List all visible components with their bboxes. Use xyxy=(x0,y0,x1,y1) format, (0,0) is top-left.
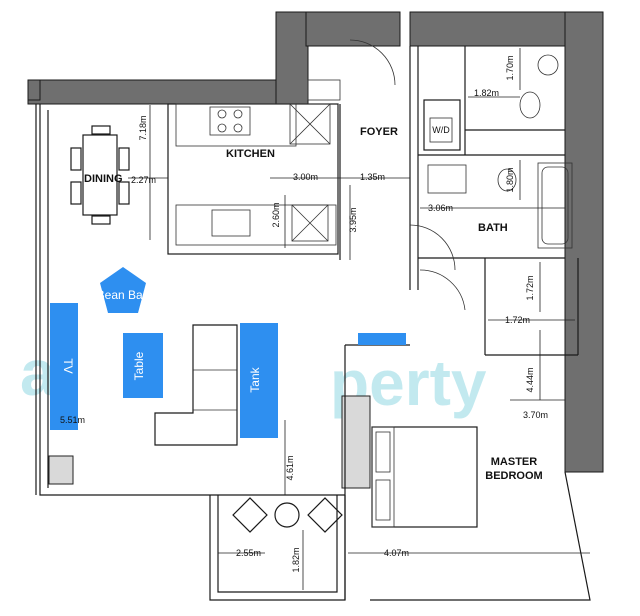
dining-table xyxy=(70,125,130,225)
wall-corner xyxy=(27,79,41,101)
oven-icon xyxy=(291,204,329,242)
furniture-highlights xyxy=(50,267,406,438)
sink-icon xyxy=(211,209,251,237)
bedroom-tv xyxy=(358,333,406,345)
balcony-table xyxy=(274,502,300,528)
dim-balcony-to-living: 4.61m xyxy=(285,455,295,480)
dim-kitchen-height: 3.95m xyxy=(348,207,358,232)
table-label: Table xyxy=(132,351,146,380)
room-label-bath: BATH xyxy=(478,222,508,234)
door-swing xyxy=(409,224,456,271)
dim-bath-width: 3.06m xyxy=(428,203,453,213)
dim-kitchen-width: 3.00m xyxy=(293,172,318,182)
room-label-foyer: FOYER xyxy=(360,126,398,138)
chair xyxy=(91,125,111,135)
column-bedroom xyxy=(341,395,371,489)
dim-kitchen-depth: 2.60m xyxy=(271,202,281,227)
wall-top-notch xyxy=(275,11,309,105)
sofa xyxy=(154,324,238,446)
room-label-kitchen: KITCHEN xyxy=(226,148,275,160)
balcony-chair xyxy=(232,497,268,533)
bedroom-outline xyxy=(344,471,591,601)
dim-bath-top-width: 1.82m xyxy=(474,88,499,98)
wall-top-entry xyxy=(305,11,401,47)
sink-icon xyxy=(427,164,467,194)
tank-label: Tank xyxy=(248,366,262,392)
pillow xyxy=(375,431,391,473)
wd-label: W/D xyxy=(432,125,450,135)
chair xyxy=(70,181,82,205)
bed xyxy=(371,426,478,528)
washer-dryer-icon xyxy=(429,117,453,143)
dim-dining-horizontal: 2.27m xyxy=(131,175,156,185)
bean-bag-label: Bean Bag xyxy=(97,288,150,302)
chair xyxy=(70,147,82,171)
dim-foyer-width: 1.35m xyxy=(360,172,385,182)
dim-balcony-depth: 1.82m xyxy=(291,547,301,572)
chair xyxy=(118,147,130,171)
column-left xyxy=(48,455,74,485)
dim-closet-height: 1.72m xyxy=(525,275,535,300)
exterior-walls xyxy=(27,11,604,473)
dim-living-width: 5.51m xyxy=(60,415,85,425)
dim-closet-width: 1.72m xyxy=(505,315,530,325)
tv-label: TV xyxy=(61,358,75,373)
pillow xyxy=(375,479,391,521)
dim-bedroom-height: 4.44m xyxy=(525,367,535,392)
door-swing xyxy=(419,269,466,311)
dim-bath-height: 1.80m xyxy=(505,167,515,192)
dim-balcony-width: 2.55m xyxy=(236,548,261,558)
fridge-icon xyxy=(289,103,331,145)
toilet-icon xyxy=(497,168,517,192)
balcony-chair xyxy=(307,497,343,533)
balcony xyxy=(209,495,346,601)
toilet-icon xyxy=(519,91,541,119)
bathtub-icon xyxy=(537,162,573,249)
bath-fixtures xyxy=(427,54,573,249)
table xyxy=(123,333,163,398)
bean-bag xyxy=(100,267,146,313)
wall-top-left xyxy=(27,79,279,105)
dim-dining-vertical: 7.18m xyxy=(138,115,148,140)
tank xyxy=(240,323,278,438)
room-label-dining: DINING xyxy=(84,173,123,185)
wall-right xyxy=(564,11,604,473)
room-label-bedroom: BEDROOM xyxy=(485,470,542,482)
chair xyxy=(118,181,130,205)
dim-bedroom-lower-width: 4.07m xyxy=(384,548,409,558)
chair xyxy=(91,215,111,225)
sink-icon xyxy=(537,54,559,76)
partitions xyxy=(339,39,579,495)
dim-bedroom-width: 3.70m xyxy=(523,410,548,420)
living-outline xyxy=(35,104,371,496)
stove-icon xyxy=(209,106,251,136)
room-label-master: MASTER xyxy=(491,456,538,468)
dimension-lines xyxy=(128,48,590,590)
entry-door-swing xyxy=(349,39,396,86)
dim-bath-top-height: 1.70m xyxy=(505,55,515,80)
kitchen-area xyxy=(167,79,341,255)
tv xyxy=(50,303,78,430)
